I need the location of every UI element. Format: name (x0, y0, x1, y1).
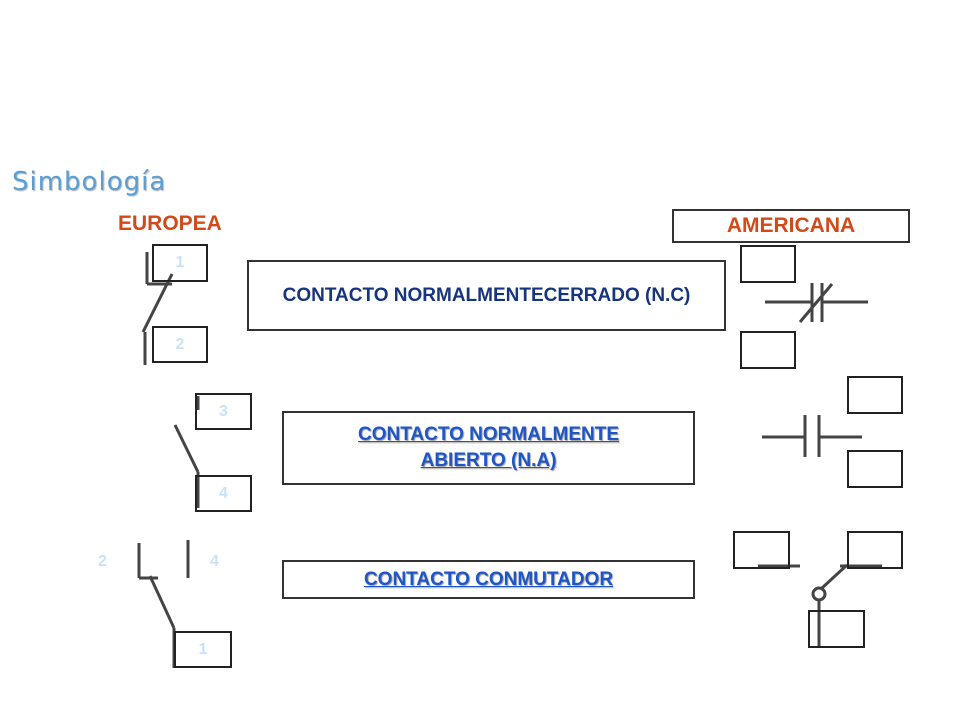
label-nc-line2: CERRADO (N.C) (543, 284, 691, 306)
terminal-box-nc-am-bottom (740, 331, 796, 369)
label-na-line1: CONTACTO NORMALMENTE (357, 424, 620, 445)
terminal-box-na-am-top (847, 376, 903, 414)
terminal-nc-bottom: 2 (175, 335, 185, 353)
terminal-box-cm-bottom: 1 (174, 631, 232, 668)
label-contacto-conmutador: CONTACTO CONMUTADOR (282, 560, 695, 599)
terminal-cm-right: 4 (210, 553, 219, 570)
terminal-nc-top: 1 (175, 254, 185, 271)
terminal-box-na-bottom: 4 (195, 475, 252, 512)
terminal-box-nc-am-top (740, 245, 796, 283)
terminal-box-na-am-bottom (847, 450, 903, 488)
terminal-box-cm-am-left (733, 531, 790, 569)
terminal-box-nc-top: 1 (152, 244, 208, 282)
terminal-box-cm-am-bottom (808, 610, 865, 648)
header-americana: AMERICANA (672, 209, 910, 243)
terminal-box-nc-bottom: 2 (152, 326, 208, 363)
label-nc-line1: CONTACTO NORMALMENTE (282, 284, 544, 306)
symbol-na-europea (173, 396, 200, 508)
page-title: Simbología (12, 167, 167, 197)
terminal-cm-left: 2 (98, 553, 107, 570)
terminal-cm-bottom: 1 (198, 640, 208, 658)
symbol-nc-americana (765, 283, 868, 323)
symbol-na-americana (762, 415, 862, 457)
label-contacto-na: CONTACTO NORMALMENTE ABIERTO (N.A) (282, 411, 695, 485)
header-europea: EUROPEA (118, 212, 222, 235)
terminal-na-top: 3 (219, 402, 228, 420)
terminal-box-cm-am-right (847, 531, 903, 569)
terminal-na-bottom: 4 (219, 484, 228, 502)
label-contacto-nc: CONTACTO NORMALMENTE CERRADO (N.C) (247, 260, 726, 331)
terminal-box-na-top: 3 (195, 393, 252, 430)
symbol-nc-europea (141, 252, 174, 365)
label-na-line2: ABIERTO (N.A) (420, 450, 557, 471)
